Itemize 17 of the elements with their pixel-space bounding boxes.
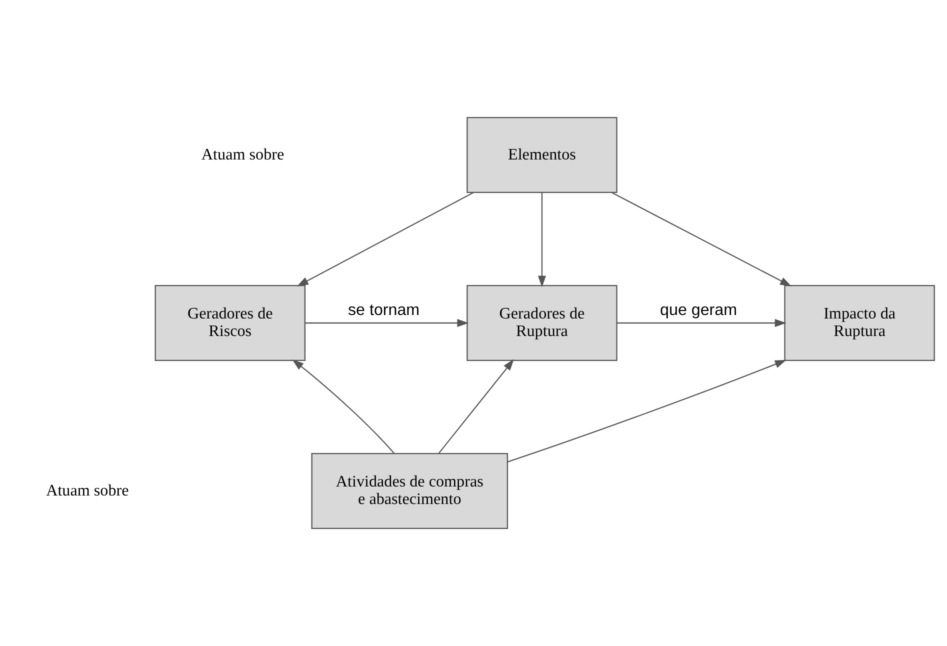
arrow xyxy=(538,192,546,288)
node-box: Elementos xyxy=(466,117,618,193)
node-box: Geradores de Ruptura xyxy=(466,285,618,361)
arrow xyxy=(305,318,469,328)
edge-label: que geram xyxy=(660,301,738,320)
node-box: Geradores de Riscos xyxy=(154,285,306,361)
arrow xyxy=(616,318,786,328)
label: Atuam sobre xyxy=(201,146,284,164)
arrow xyxy=(296,192,474,286)
edge-label: se tornam xyxy=(348,301,420,320)
arrow xyxy=(292,359,395,454)
arrow xyxy=(438,359,514,454)
label: Atuam sobre xyxy=(46,482,129,500)
node-box: Atividades de compras e abastecimento xyxy=(311,453,508,529)
arrow xyxy=(508,360,786,462)
node-box: Impacto da Ruptura xyxy=(784,285,935,361)
arrow xyxy=(611,192,792,286)
